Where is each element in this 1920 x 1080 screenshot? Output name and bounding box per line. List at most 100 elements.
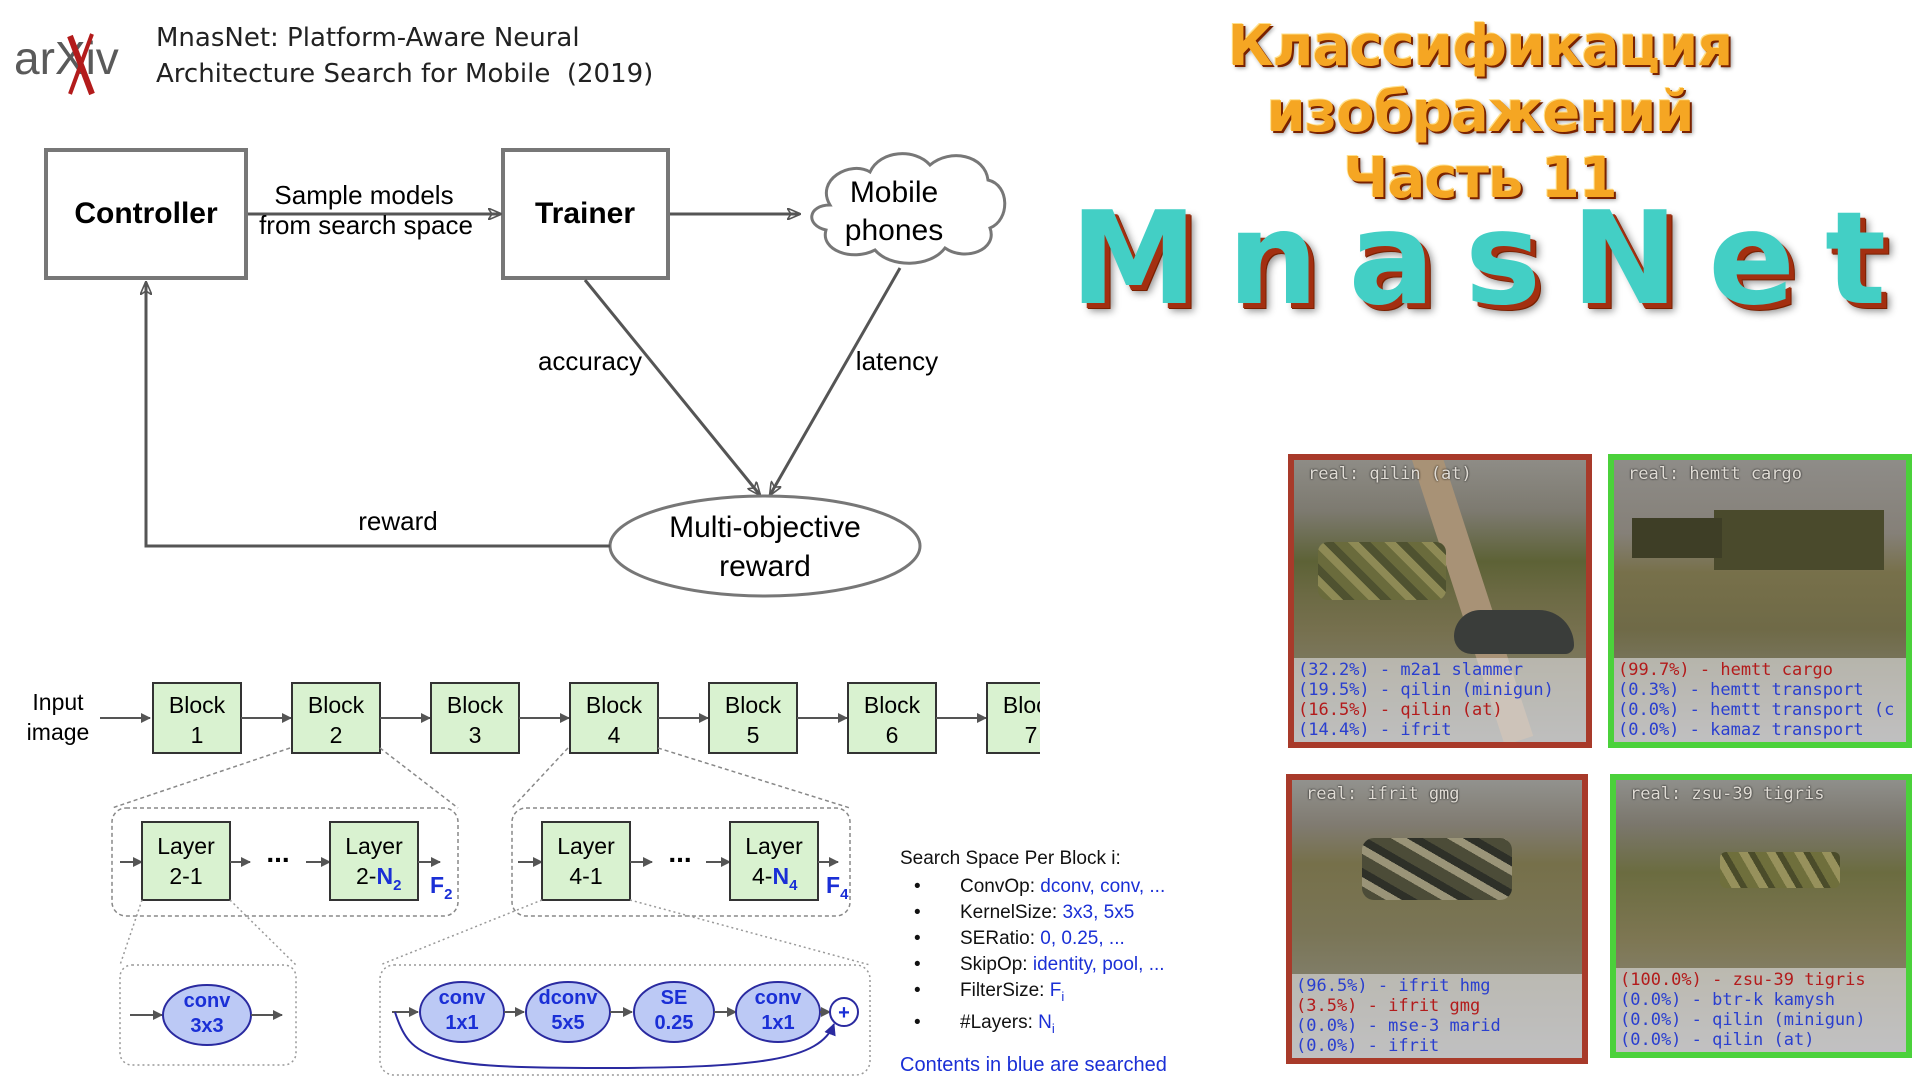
block-6-number: 6 — [886, 722, 899, 748]
block-4-box — [569, 682, 659, 754]
prediction-list: (96.5%) - ifrit hmg(3.5%) - ifrit gmg(0.… — [1292, 974, 1582, 1058]
photo-hemtt: real: hemtt cargo (99.7%) - hemtt cargo(… — [1608, 454, 1912, 748]
prediction-line: (3.5%) - ifrit gmg — [1296, 996, 1481, 1016]
slide-title: Классификация изображений Часть 11 — [1040, 14, 1920, 212]
ground-truth-label: real: zsu-39 tigris — [1630, 784, 1825, 804]
search-space-panel: Search Space Per Block i: •ConvOp: dconv… — [900, 846, 1260, 1078]
prediction-line: (16.5%) - qilin (at) — [1298, 700, 1503, 720]
search-space-list: • ConvOp: dconv, conv, ... • KernelSize: 3x… — [900, 874, 1260, 1042]
slide-title-line1: Классификация изображений — [1227, 14, 1734, 145]
slide-title-line2: Часть 11 — [1343, 146, 1618, 211]
multi-label-line1: Multi-objective — [669, 511, 861, 544]
prediction-list: (99.7%) - hemtt cargo(0.3%) - hemtt tran… — [1614, 658, 1906, 742]
layer-4-n-word: Layer — [745, 833, 803, 859]
block-3-box — [430, 682, 520, 754]
prediction-line: (96.5%) - ifrit hmg — [1296, 976, 1491, 996]
expand-line-block4-right — [657, 747, 851, 809]
op-kernel: 1x1 — [445, 1012, 478, 1034]
search-space-label: KernelSize: — [960, 902, 1063, 923]
ground-truth-label: real: qilin (at) — [1308, 464, 1472, 484]
sample-label-line2: from search space — [259, 210, 473, 240]
photo-ifrit: real: ifrit gmg (96.5%) - ifrit hmg(3.5%… — [1286, 774, 1588, 1064]
ground-truth-label: real: ifrit gmg — [1306, 784, 1460, 804]
search-space-label: ConvOp: — [960, 876, 1041, 897]
bullet: • — [914, 902, 921, 923]
search-space-label: SERatio: — [960, 928, 1041, 949]
layer-4-1-box — [541, 821, 631, 901]
search-space-sub: i — [1051, 1020, 1055, 1036]
expand-line-block4-left — [511, 747, 569, 809]
filter-size-f2: F2 — [430, 872, 452, 903]
op-label: conv — [439, 987, 487, 1009]
bullet: • — [914, 1011, 921, 1033]
block-4-number: 4 — [608, 722, 621, 748]
prediction-line: (0.0%) - mse-3 marid — [1296, 1016, 1501, 1036]
block-7-word: Block — [1003, 692, 1040, 718]
rocks — [1454, 610, 1574, 654]
paper-title-line2: Architecture Search for Mobile (2019) — [156, 59, 654, 89]
search-space-item: •FilterSize: Fi — [900, 978, 1260, 1010]
prediction-line: (0.3%) - hemtt transport — [1618, 680, 1864, 700]
vehicle — [1362, 838, 1512, 900]
layer-2-n-index: 2-N2 — [356, 863, 401, 894]
prediction-line: (0.0%) - ifrit — [1296, 1036, 1440, 1056]
multi-label-line2: reward — [719, 550, 811, 583]
bullet: • — [914, 876, 921, 897]
prediction-line: (14.4%) - ifrit — [1298, 720, 1452, 740]
block-5-box — [708, 682, 798, 754]
trainer-label: Trainer — [535, 197, 635, 230]
layer-2-n-word: Layer — [345, 833, 403, 859]
layer41-ops-frame — [379, 964, 871, 1076]
latency-label: latency — [856, 346, 938, 376]
layer-2-1-index: 2-1 — [169, 863, 202, 889]
layer-4-1-index: 4-1 — [569, 863, 602, 889]
prediction-list: (100.0%) - zsu-39 tigris(0.0%) - btr-k k… — [1616, 968, 1906, 1052]
sample-label-line1: Sample models — [274, 180, 453, 210]
search-flow-diagram: Controller Trainer Sample models from se… — [44, 148, 1007, 598]
prediction-line: (0.0%) - qilin (minigun) — [1620, 1010, 1866, 1030]
search-space-value: dconv, conv, ... — [1040, 876, 1166, 897]
block-1-word: Block — [169, 692, 226, 718]
layer-2-1-box — [141, 821, 231, 901]
accuracy-arrow — [583, 279, 760, 495]
block-7-number: 7 — [1025, 722, 1038, 748]
search-space-value: 3x3, 5x5 — [1062, 902, 1135, 923]
op-kernel: 5x5 — [551, 1012, 584, 1034]
input-label-line1: Input — [32, 689, 84, 715]
block-6-word: Block — [864, 692, 921, 718]
layer-4-n-box — [729, 821, 819, 901]
expand-line-layer21-left — [119, 899, 143, 966]
expand-line-layer41-left — [379, 899, 543, 966]
vehicle — [1720, 852, 1840, 888]
prediction-line: (100.0%) - zsu-39 tigris — [1620, 970, 1866, 990]
layer-2-n-box — [329, 821, 419, 901]
mobile-label-line1: Mobile — [850, 176, 938, 209]
op-kernel: 1x1 — [761, 1012, 794, 1034]
layer21-ops-frame — [119, 964, 297, 1066]
mobile-label-line2: phones — [845, 214, 943, 247]
op-label: conv — [755, 987, 803, 1009]
layer-4-n-index: 4-N4 — [752, 863, 798, 894]
expand-line-layer41-right — [629, 899, 871, 966]
photo-zsu: real: zsu-39 tigris (100.0%) - zsu-39 ti… — [1610, 774, 1912, 1058]
input-label-line2: image — [27, 719, 90, 745]
search-space-item: •SERatio: 0, 0.25, ... — [900, 926, 1260, 952]
prediction-line: (0.0%) - qilin (at) — [1620, 1030, 1815, 1050]
bullet: • — [914, 980, 921, 1001]
search-space-label: SkipOp: — [960, 954, 1033, 975]
expand-line-layer21-right — [229, 899, 297, 966]
trainer-box — [501, 148, 670, 280]
search-space-diagram: Input image Block1Block2Block3Block4Bloc… — [27, 682, 1040, 1076]
search-space-footer: Contents in blue are searched — [900, 1053, 1167, 1076]
block4-detail-frame — [511, 807, 851, 917]
op-label: dconv — [539, 987, 599, 1009]
blocks-row: Block1Block2Block3Block4Block5Block6Bloc… — [152, 682, 1040, 754]
mnasnet-title: MnasNet — [1070, 185, 1917, 334]
reward-arrow — [146, 282, 610, 548]
prediction-line: (32.2%) - m2a1 slammer — [1298, 660, 1524, 680]
block-5-number: 5 — [747, 722, 760, 748]
op-kernel: 3x3 — [190, 1015, 223, 1037]
prediction-line: (0.0%) - btr-k kamysh — [1620, 990, 1835, 1010]
prediction-line: (19.5%) - qilin (minigun) — [1298, 680, 1554, 700]
search-space-item: • KernelSize: 3x3, 5x5 — [900, 900, 1260, 926]
